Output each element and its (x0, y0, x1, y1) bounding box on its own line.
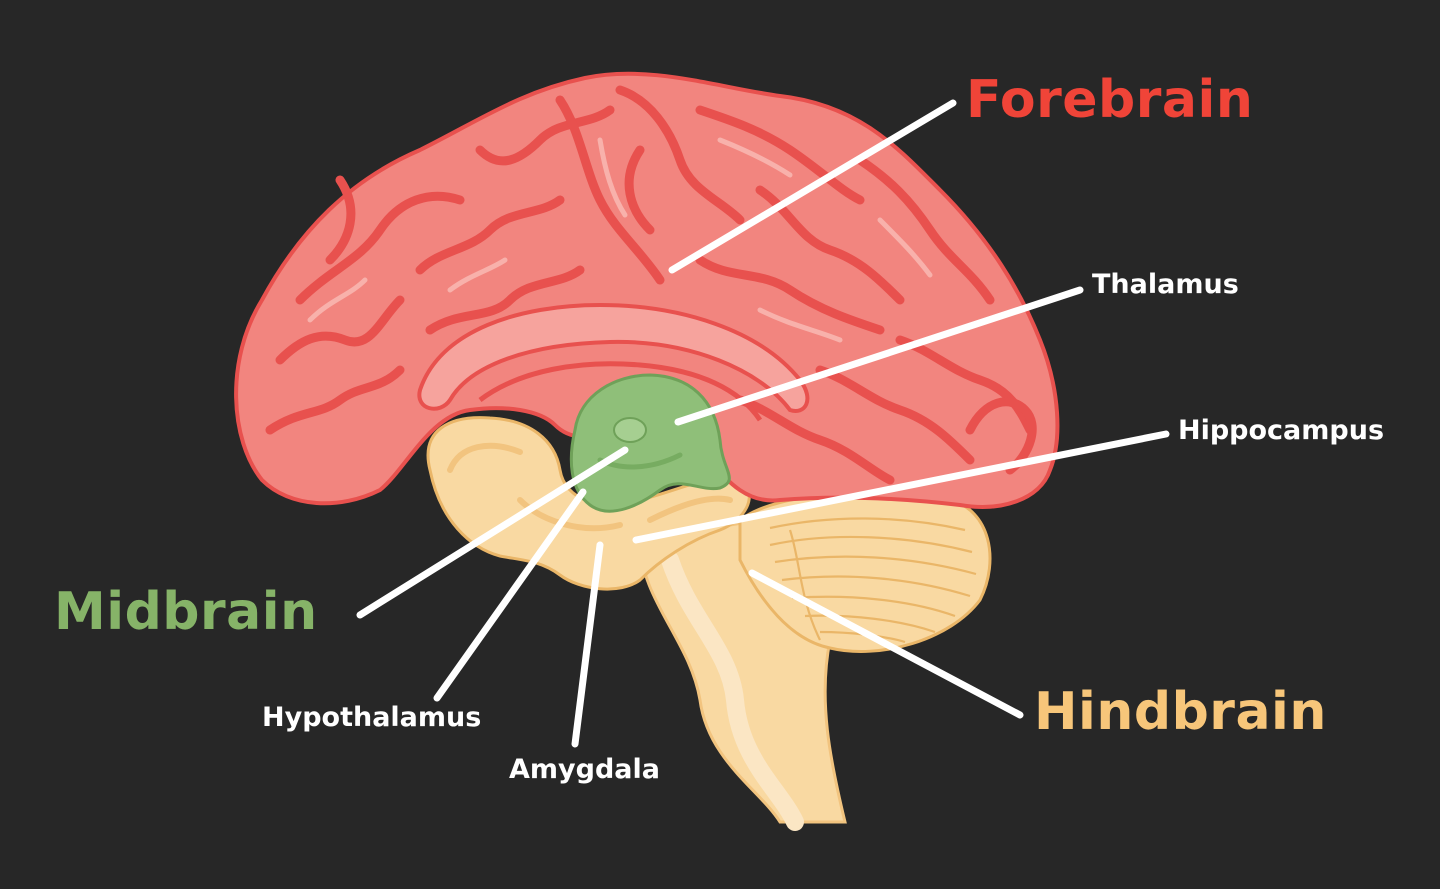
midbrain-label: Midbrain (54, 582, 318, 642)
thalamus-body (613, 417, 647, 443)
corpus-callosum (417, 302, 810, 413)
leader-forebrain (668, 99, 957, 274)
hippocampus-label: Hippocampus (1178, 415, 1385, 446)
leader-hypothalamus (433, 488, 587, 702)
leader-hindbrain (748, 569, 1024, 719)
brainstem-shading (661, 551, 804, 831)
forebrain-label: Forebrain (966, 70, 1254, 130)
amygdala-label: Amygdala (509, 754, 660, 785)
leader-thalamus (674, 286, 1084, 426)
hypothalamus-label: Hypothalamus (262, 702, 482, 733)
midbrain-region (569, 373, 731, 513)
leader-hippocampus (632, 430, 1170, 544)
leader-lines (356, 99, 1170, 748)
leader-amygdala (571, 541, 604, 748)
leader-midbrain (356, 446, 629, 619)
fornix (478, 361, 763, 422)
hindbrain-label: Hindbrain (1034, 682, 1327, 742)
thalamus-label: Thalamus (1092, 269, 1239, 300)
cerebellum-folia (769, 517, 977, 644)
cortex-highlights (307, 137, 933, 343)
cortex-gyri (265, 85, 1037, 485)
